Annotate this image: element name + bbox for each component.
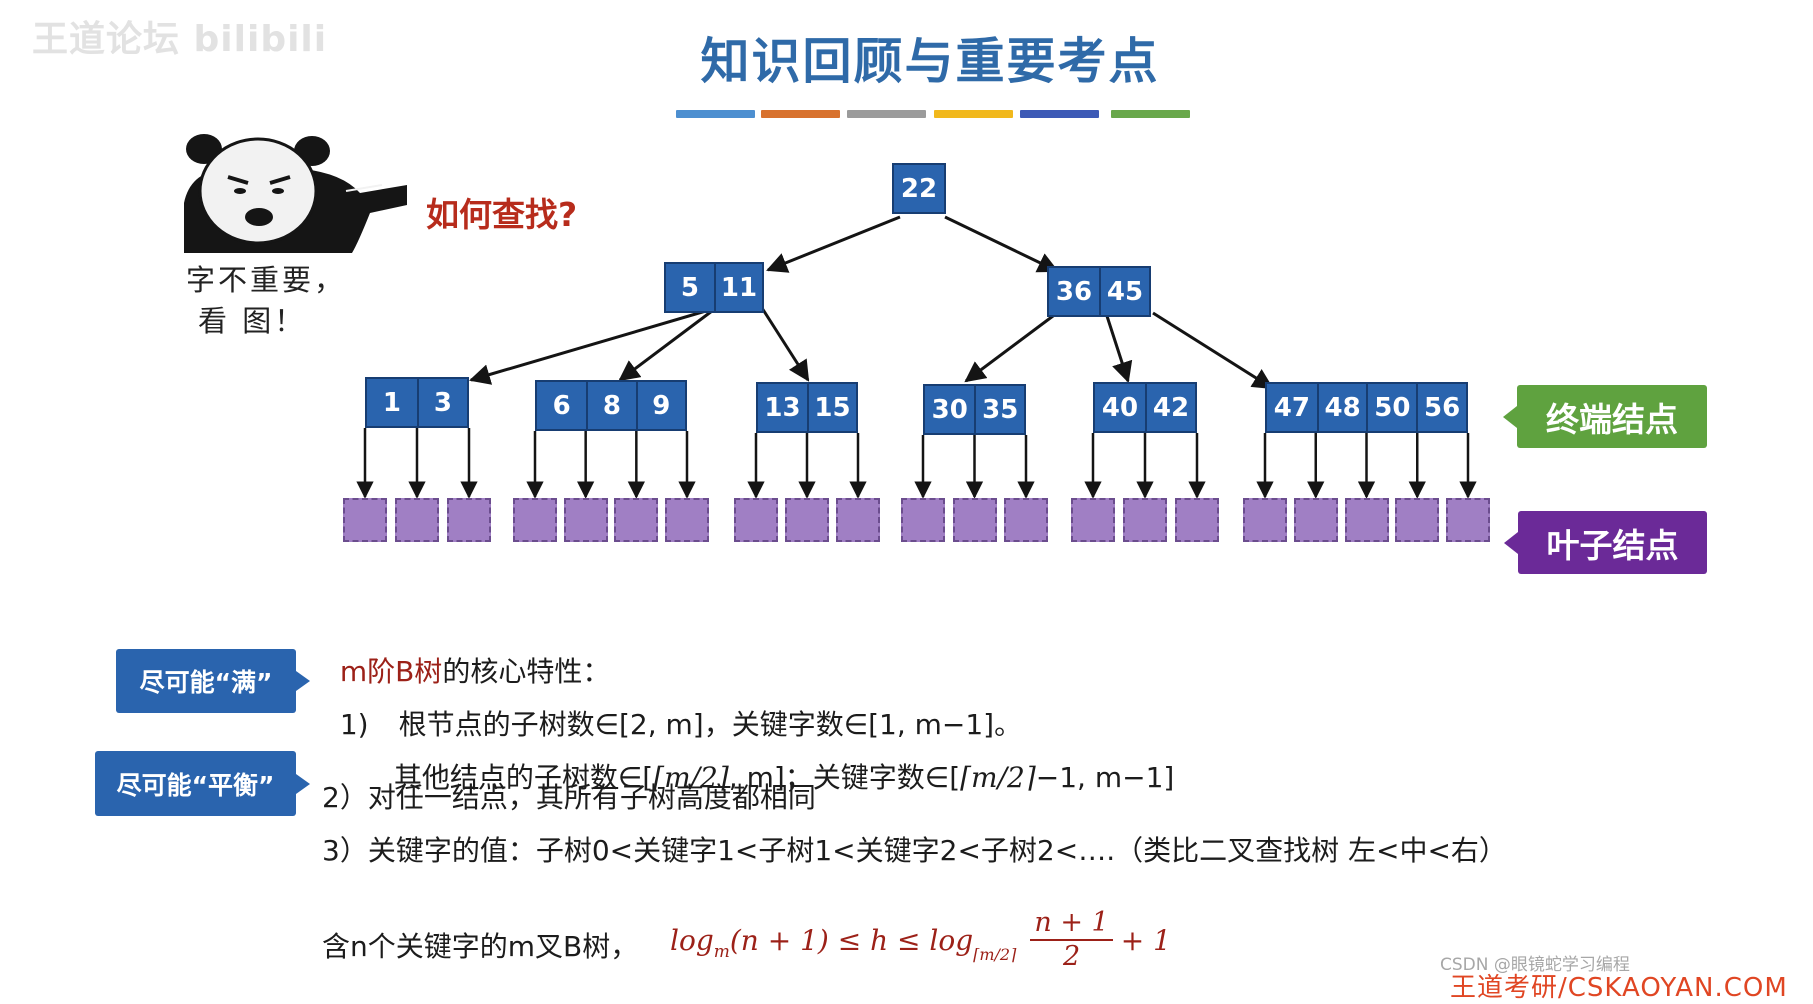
- leaf-node: [1446, 498, 1490, 542]
- title-underline-indigo: [1020, 110, 1099, 118]
- properties-heading-red: m阶B树: [339, 655, 443, 688]
- tree-key: 47: [1273, 392, 1310, 423]
- tag-balance: 尽可能“平衡”: [95, 751, 310, 816]
- panda-pointing-icon: [184, 134, 407, 253]
- formula-tail: + 1: [1120, 923, 1171, 957]
- property-2: 2）对任一结点，其所有子树高度都相同: [322, 781, 816, 814]
- tree-key: 8: [586, 382, 635, 429]
- watermark: 王道论坛 bilibili: [32, 19, 328, 60]
- formula-log-m-base: m: [713, 942, 730, 962]
- tree-key: 35: [974, 386, 1024, 433]
- leaf-node: [1071, 498, 1115, 542]
- leaf-node: [447, 498, 491, 542]
- tree-key: 56: [1416, 384, 1466, 431]
- tree-key: 48: [1316, 384, 1367, 431]
- tag-full: 尽可能“满”: [116, 649, 310, 713]
- panda-caption-line2: 看 图！: [198, 304, 307, 338]
- leaf-node: [1344, 498, 1389, 542]
- title-underline-gray: [847, 110, 926, 118]
- tree-key: 36: [1055, 276, 1093, 307]
- tree-key: 5: [680, 272, 700, 303]
- formula-middle: (n + 1) ≤ h ≤ log: [729, 923, 974, 957]
- title-underline-green: [1111, 110, 1190, 118]
- leaf-node: [395, 498, 439, 542]
- leaf-node: [1175, 498, 1219, 542]
- page-title: 知识回顾与重要考点: [700, 33, 1160, 90]
- leaf-node: [513, 498, 557, 542]
- property-1b-ceil1: ⌈m/2⌉: [653, 761, 729, 794]
- panda-caption-line1: 字不重要，: [186, 263, 347, 297]
- leaf-node: [785, 498, 829, 542]
- terminal-node-label: 终端结点: [1503, 385, 1707, 448]
- property-1-num: 1): [339, 708, 369, 741]
- tree-key: 45: [1098, 268, 1149, 315]
- formula-log-ceil-base: ⌈m/2⌉: [973, 944, 1017, 964]
- tree-key: 50: [1366, 384, 1416, 431]
- tree-key: 11: [713, 264, 762, 311]
- leaf-node: [1395, 498, 1440, 542]
- leaf-node: [1243, 498, 1287, 542]
- property-1: 1) 根节点的子树数∈[2, m]，关键字数∈[1, m−1]。: [322, 670, 1022, 743]
- property-1b-ceil2: ⌈m/2⌉: [960, 761, 1036, 794]
- properties-heading: m阶B树的核心特性：: [322, 617, 611, 690]
- tree-node-1: 5 11: [664, 262, 764, 313]
- tree-key: 22: [900, 173, 938, 204]
- leaf-node: [563, 498, 608, 542]
- tree-key: 6: [552, 390, 571, 421]
- b-tree-edges: [356, 215, 1477, 499]
- tree-node-0: 22: [892, 163, 946, 214]
- panda-caption: 字不重要， 看 图！: [186, 260, 346, 342]
- formula-log-m: log: [670, 923, 714, 957]
- tree-key: 9: [635, 382, 685, 429]
- title-underline-yellow: [934, 110, 1013, 118]
- tree-key: 40: [1101, 392, 1139, 423]
- title-underline-orange: [761, 110, 840, 118]
- property-1b-post: −1, m−1]: [1035, 761, 1175, 794]
- tree-key: 13: [764, 392, 801, 423]
- tree-key: 1: [382, 387, 402, 418]
- question-text: 如何查找?: [426, 195, 578, 234]
- property-3: 3）关键字的值：子树0<关键字1<子树1<关键字2<子树2<….（类比二叉查找树…: [322, 834, 1507, 867]
- leaf-node: [665, 498, 709, 542]
- leaf-node: [1123, 498, 1167, 542]
- tree-key: 30: [931, 394, 968, 425]
- leaf-node: [836, 498, 880, 542]
- properties-heading-rest: 的核心特性：: [442, 655, 611, 688]
- formula-numerator: n + 1: [1030, 907, 1113, 941]
- leaf-node: [343, 498, 387, 542]
- csdn-watermark: CSDN @眼镜蛇学习编程: [1440, 955, 1630, 975]
- leaf-node: [734, 498, 778, 542]
- tree-key: 42: [1144, 384, 1195, 431]
- leaf-node: [614, 498, 659, 542]
- tree-key: 15: [806, 384, 856, 431]
- leaf-node: [1293, 498, 1338, 542]
- leaf-node: [952, 498, 997, 542]
- property-1b-pre: 其他结点的子树数∈[: [393, 761, 654, 794]
- leaf-node-label: 叶子结点: [1504, 511, 1707, 574]
- tree-key: 3: [416, 379, 467, 426]
- title-underline-blue: [676, 110, 755, 118]
- property-1b: 其他结点的子树数∈[⌈m/2⌉, m]；关键字数∈[⌈m/2⌉−1, m−1]: [376, 723, 1175, 796]
- height-text: 含n个关键字的m叉B树，: [322, 930, 639, 963]
- property-1-text: 根节点的子树数∈[2, m]，关键字数∈[1, m−1]。: [398, 708, 1023, 741]
- leaf-node: [1004, 498, 1048, 542]
- formula-denominator: 2: [1062, 941, 1081, 972]
- property-1b-mid: , m]；关键字数∈[: [728, 761, 961, 794]
- leaf-node: [901, 498, 945, 542]
- footer-site: 王道考研/CSKAOYAN.COM: [1450, 973, 1788, 1003]
